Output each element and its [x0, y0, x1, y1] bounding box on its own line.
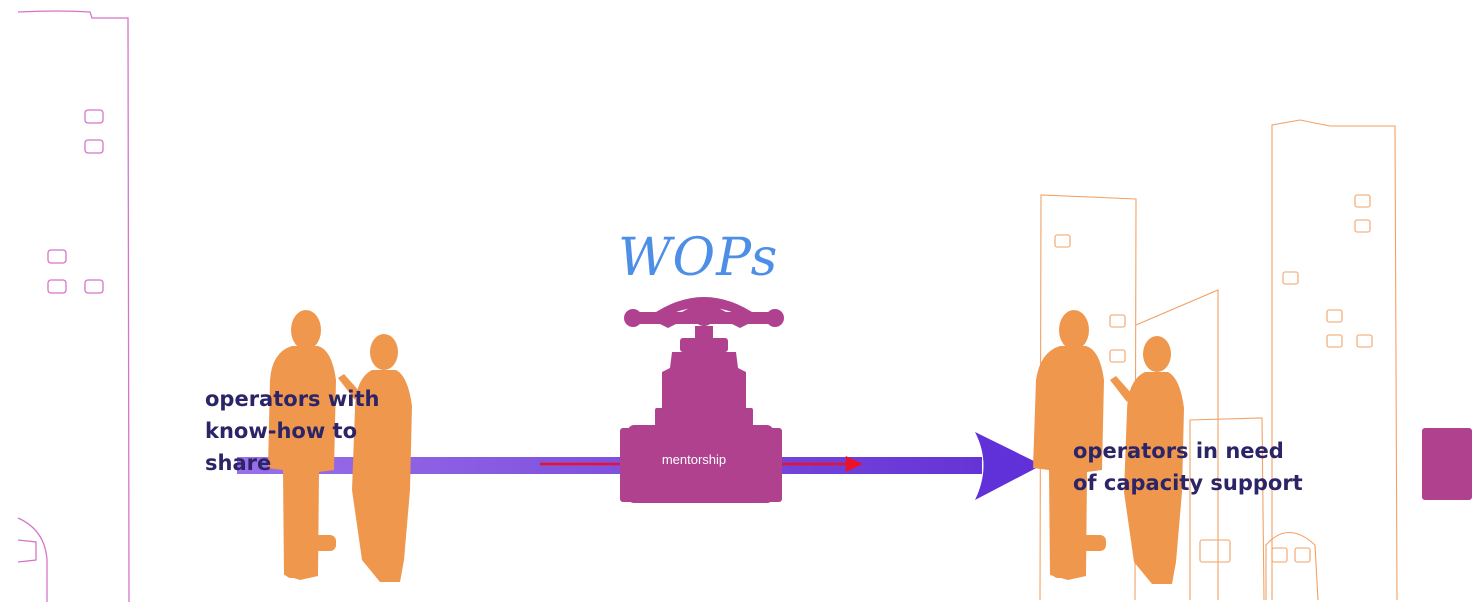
- main-flow-arrow: [237, 432, 1042, 500]
- title-wops: WOPs: [618, 228, 779, 288]
- valve-label: mentorship: [661, 452, 727, 467]
- left-people-silhouette: [268, 310, 412, 582]
- left-label-line: operators with: [205, 387, 380, 411]
- right-label-line: of capacity support: [1073, 471, 1303, 495]
- right-label-line: operators in need: [1073, 439, 1284, 463]
- left-group-label: operators with know-how to share: [205, 383, 379, 479]
- right-group-label: operators in need of capacity support: [1073, 435, 1303, 499]
- left-building-outline: [17, 10, 130, 602]
- right-people-silhouette: [1033, 310, 1184, 584]
- left-label-line: share: [205, 451, 272, 475]
- left-label-line: know-how to: [205, 419, 358, 443]
- pipe-end: [1422, 428, 1472, 500]
- valve-icon: [620, 297, 784, 503]
